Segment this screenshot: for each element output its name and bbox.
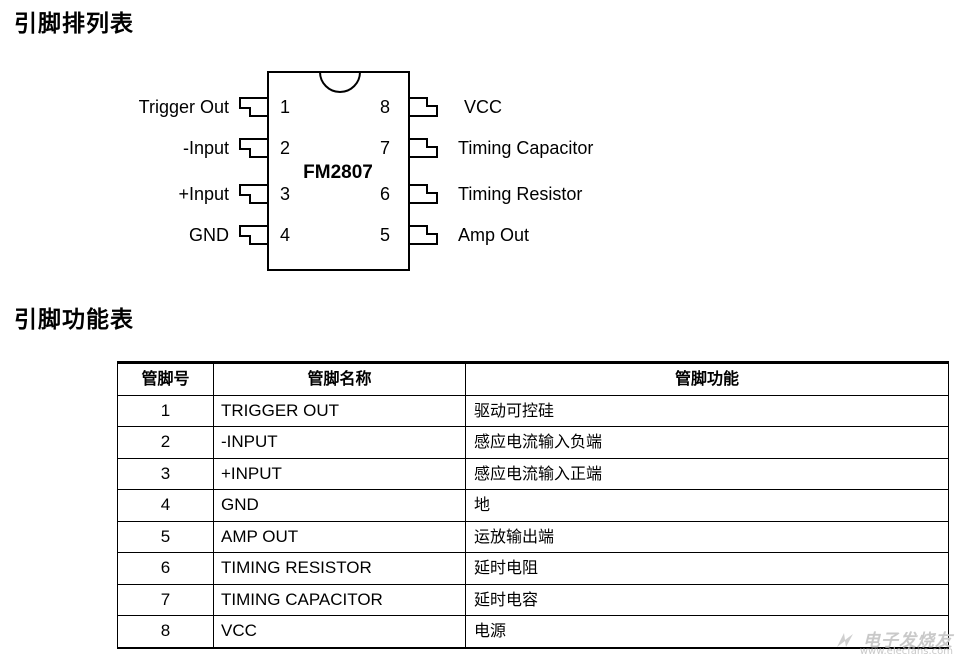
header-pin-function: 管脚功能 — [465, 362, 949, 396]
pin-lead-6 — [409, 184, 438, 204]
pin-number-cell: 7 — [117, 583, 214, 616]
pin-lead-8 — [409, 97, 438, 117]
pin-name-cell: TIMING CAPACITOR — [213, 583, 466, 616]
pin-name-cell: -INPUT — [213, 426, 466, 459]
pin-number-cell: 4 — [117, 489, 214, 522]
watermark-url: www.elecfans.com — [859, 646, 953, 657]
pin-label: VCC — [464, 97, 502, 117]
watermark-text: 电子发烧友 — [863, 631, 953, 651]
pin-7: 7 Timing Capacitor — [380, 138, 593, 158]
pin-name-cell: TIMING RESISTOR — [213, 552, 466, 585]
lightning-logo-icon — [837, 633, 854, 647]
pin-lead-3 — [239, 184, 268, 204]
pin-name-cell: TRIGGER OUT — [213, 394, 466, 427]
header-pin-number: 管脚号 — [117, 362, 214, 396]
pin-lead-5 — [409, 225, 438, 245]
pin-lead-7 — [409, 138, 438, 158]
chip-body — [267, 71, 410, 271]
pin-function-cell: 驱动可控硅 — [465, 394, 949, 427]
pin-function-cell: 延时电阻 — [465, 552, 949, 585]
pin-number: 3 — [280, 184, 290, 204]
pin-function-cell: 延时电容 — [465, 583, 949, 616]
pin-number-cell: 1 — [117, 394, 214, 427]
chip-notch — [319, 71, 361, 93]
pin-number: 4 — [280, 225, 290, 245]
pin-number: 6 — [380, 184, 390, 204]
pin-number: 7 — [380, 138, 390, 158]
pin-1: Trigger Out 1 — [139, 97, 290, 117]
pin-number-cell: 2 — [117, 426, 214, 459]
pinout-heading: 引脚排列表 — [14, 11, 134, 37]
chip-name: FM2807 — [303, 162, 373, 183]
pin-function-cell: 地 — [465, 489, 949, 522]
pin-2: -Input 2 — [183, 138, 290, 158]
pin-label: GND — [189, 225, 229, 245]
header-pin-name: 管脚名称 — [213, 362, 466, 396]
pin-number-cell: 6 — [117, 552, 214, 585]
pin-number: 5 — [380, 225, 390, 245]
pin-number-cell: 5 — [117, 520, 214, 553]
pin-label: -Input — [183, 138, 229, 158]
pin-8: 8 VCC — [380, 97, 502, 117]
pin-name-cell: AMP OUT — [213, 520, 466, 553]
pin-label: Trigger Out — [139, 97, 229, 117]
pin-label: Timing Capacitor — [458, 138, 593, 158]
pin-label: Amp Out — [458, 225, 529, 245]
pin-lead-1 — [239, 97, 268, 117]
pin-5: 5 Amp Out — [380, 225, 529, 245]
pin-label: Timing Resistor — [458, 184, 582, 204]
pin-name-cell: VCC — [213, 615, 466, 648]
pin-function-cell: 电源 — [465, 615, 949, 648]
function-heading: 引脚功能表 — [14, 307, 134, 333]
pin-name-cell: +INPUT — [213, 457, 466, 490]
pin-3: +Input 3 — [178, 184, 290, 204]
pin-function-cell: 感应电流输入负端 — [465, 426, 949, 459]
pin-4: GND 4 — [189, 225, 290, 245]
pin-lead-2 — [239, 138, 268, 158]
pin-number: 2 — [280, 138, 290, 158]
pin-lead-4 — [239, 225, 268, 245]
pin-number: 8 — [380, 97, 390, 117]
pin-name-cell: GND — [213, 489, 466, 522]
pin-number-cell: 8 — [117, 615, 214, 648]
right-pins: 8 VCC 7 Timing Capacitor 6 Timing Resistor 5 Am… — [380, 97, 593, 245]
pin-label: +Input — [178, 184, 229, 204]
pin-number: 1 — [280, 97, 290, 117]
pin-number-cell: 3 — [117, 457, 214, 490]
pin-6: 6 Timing Resistor — [380, 184, 582, 204]
pin-function-cell: 感应电流输入正端 — [465, 457, 949, 490]
pin-function-cell: 运放输出端 — [465, 520, 949, 553]
watermark: 电子发烧友 www.elecfans.com — [834, 626, 953, 657]
table-header-row: 管脚号 管脚名称 管脚功能 — [117, 362, 949, 396]
